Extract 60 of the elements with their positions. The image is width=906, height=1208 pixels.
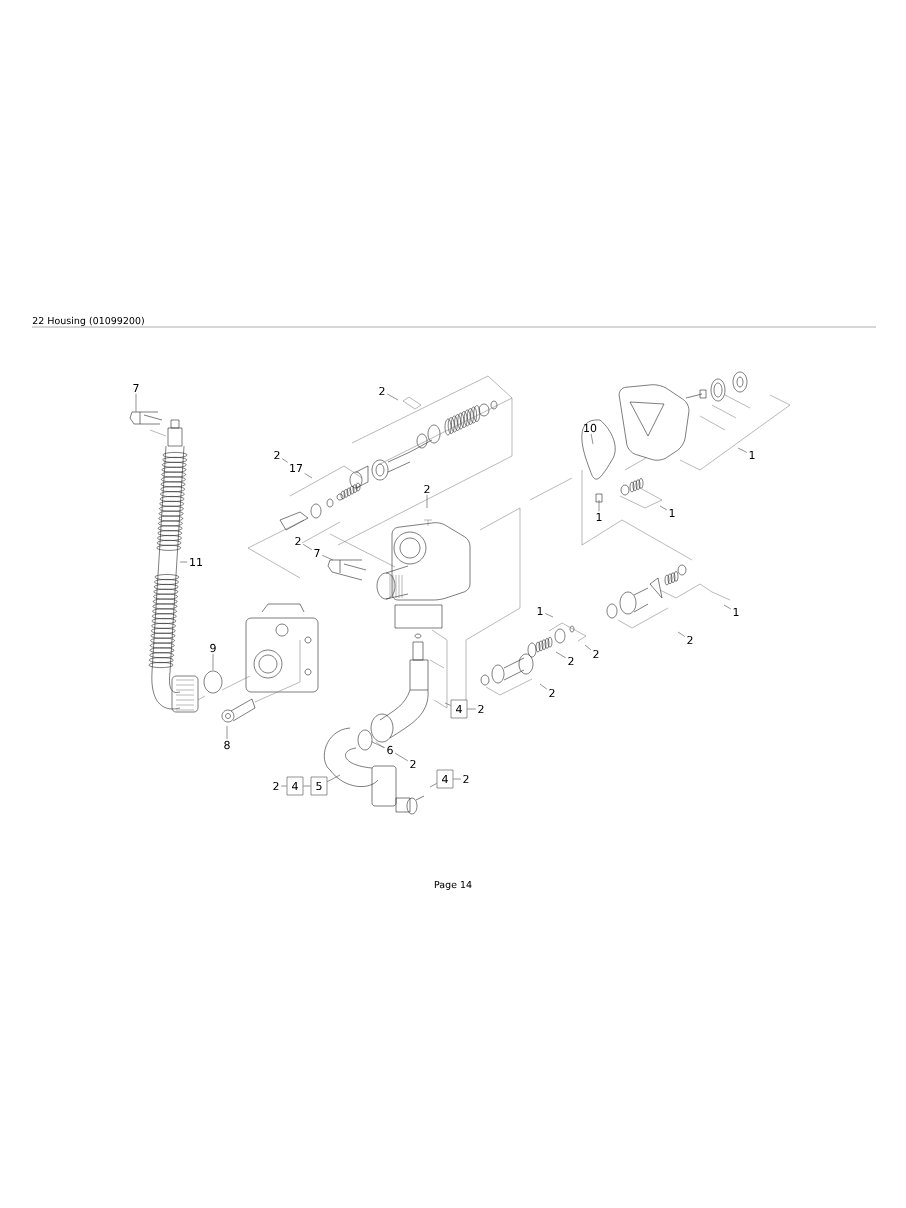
callout-number: 2: [295, 536, 301, 546]
callout-number: 6: [387, 745, 393, 755]
leader-line: [394, 752, 409, 762]
leader-line: [677, 631, 686, 637]
callout-number: 10: [584, 423, 597, 433]
leader-line: [302, 544, 313, 550]
callout-number: 1: [596, 513, 602, 521]
callout-number: 1: [537, 607, 543, 615]
callout-number: 17: [290, 464, 303, 472]
callout-number: 2: [274, 450, 280, 460]
leader-line: [426, 494, 428, 509]
callout-number: 2: [410, 759, 416, 769]
boxed-callout-number: 4: [450, 699, 468, 719]
leader-line: [281, 458, 288, 463]
leader-line: [321, 555, 334, 561]
leader-line: [584, 644, 592, 651]
leader-line: [135, 393, 137, 413]
leader-line: [371, 741, 386, 748]
leader-line: [386, 393, 399, 401]
callout-number: 2: [593, 649, 599, 659]
leader-line: [304, 473, 313, 479]
leader-line: [555, 651, 567, 659]
leader-line: [303, 785, 311, 787]
callout-number: 9: [210, 643, 216, 653]
boxed-callout-number: 5: [310, 776, 328, 796]
callout-number: 2: [379, 386, 385, 396]
callout-number: 1: [749, 451, 755, 459]
leader-line: [659, 505, 668, 511]
leader-line: [179, 561, 188, 563]
callout-number: 2: [273, 781, 279, 791]
callout-number: 2: [478, 704, 484, 714]
leader-line: [453, 778, 462, 780]
leader-line: [544, 613, 554, 618]
callout-number: 2: [549, 688, 555, 698]
leader-line: [723, 604, 732, 610]
leader-line: [590, 433, 594, 445]
leader-line: [212, 653, 214, 671]
callout-number: 7: [314, 549, 320, 557]
callout-number: 7: [133, 384, 139, 392]
leader-line: [467, 708, 477, 710]
callout-number: 2: [463, 774, 469, 784]
callout-number: 11: [190, 558, 202, 566]
leader-line: [539, 683, 548, 690]
boxed-callout-number: 4: [436, 769, 454, 789]
leader-line: [429, 783, 437, 788]
page-title: 22 Housing (01099200): [32, 316, 144, 326]
callout-number: 2: [568, 656, 574, 666]
callout-number: 1: [733, 608, 739, 616]
leader-line: [737, 447, 748, 453]
leader-line: [280, 785, 287, 787]
leader-line: [598, 499, 600, 512]
callout-number: 2: [687, 635, 693, 645]
callout-number: 8: [224, 740, 230, 750]
leader-line: [327, 774, 341, 782]
leader-line: [444, 702, 451, 706]
boxed-callout-number: 4: [286, 776, 304, 796]
leader-line: [226, 725, 228, 740]
page-number: Page 14: [434, 881, 472, 890]
callout-number: 2: [424, 484, 430, 494]
callout-number: 1: [669, 509, 675, 517]
